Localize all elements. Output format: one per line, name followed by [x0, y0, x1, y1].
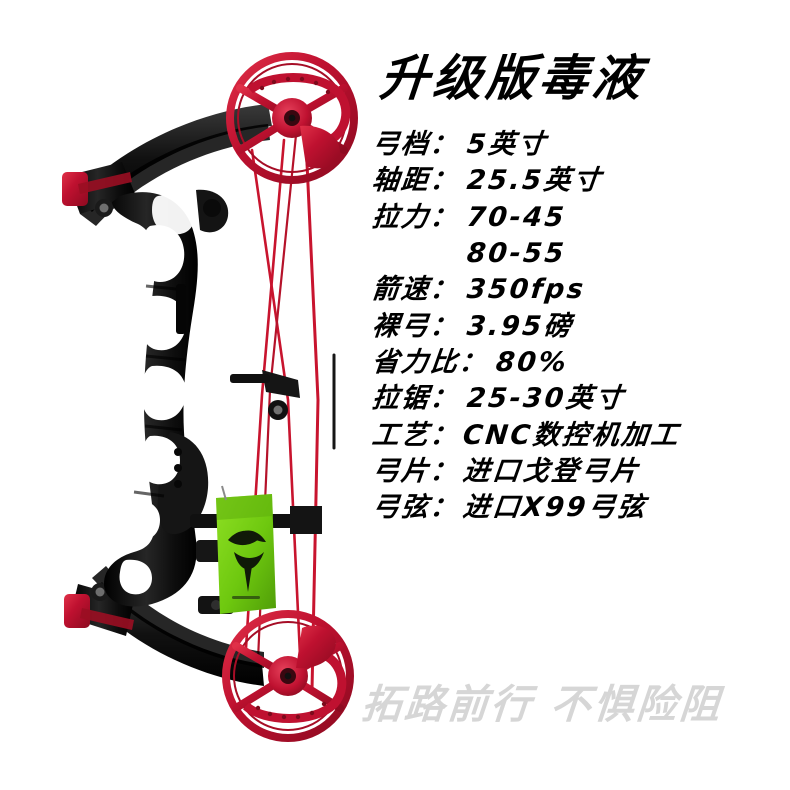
spec-label: 弓弦： [370, 492, 461, 524]
spec-value: 3.95磅 [465, 310, 575, 342]
cable-slide [230, 370, 300, 420]
spec-row-bare-bow-weight: 裸弓： 3.95磅 [370, 310, 790, 342]
spec-value: 80-55 [465, 237, 568, 269]
spec-label: 弓片： [370, 455, 461, 487]
tag-logo-text [232, 596, 260, 599]
upper-accessory [196, 189, 229, 233]
top-limb [74, 104, 272, 226]
top-cam-module [300, 125, 340, 169]
spec-value: 25-30英寸 [465, 383, 627, 415]
spec-row-string: 弓弦： 进口X99弓弦 [370, 492, 790, 524]
green-venom-hang-tag [216, 485, 276, 614]
spec-row-draw-length: 拉锯： 25-30英寸 [370, 383, 790, 415]
riser-cutouts [119, 195, 195, 595]
tagline: 拓路前行 不惧险阻 [359, 682, 725, 728]
spec-label: 裸弓： [370, 310, 461, 342]
spec-value: 350fps [465, 274, 588, 306]
bottom-cam-module [296, 625, 336, 669]
bottom-cam-track [243, 651, 347, 723]
spec-row-bow-brace: 弓档： 5英寸 [370, 129, 790, 160]
spec-row-craft: 工艺： CNC数控机加工 [370, 419, 790, 451]
spec-row-limbs: 弓片： 进口戈登弓片 [370, 455, 790, 487]
spec-row-draw-weight-continued: 拉力： 80-55 [372, 238, 790, 269]
spec-row-draw-weight: 拉力： 70-45 [370, 201, 790, 233]
spec-label: 箭速： [370, 274, 461, 306]
page-title: 升级版毒液 [377, 50, 648, 107]
spec-label: 轴距： [370, 165, 461, 197]
top-cam-track [247, 73, 351, 145]
spec-value: 进口X99弓弦 [461, 492, 649, 524]
spec-label: 工艺： [370, 419, 461, 451]
spec-value: 70-45 [465, 201, 568, 233]
bottom-cam-wheel [222, 610, 354, 742]
spec-label: 拉力： [370, 201, 461, 233]
product-photo [62, 52, 358, 742]
skeletonized-riser [104, 192, 209, 607]
spec-label: 弓档： [370, 129, 461, 160]
spec-value: CNC数控机加工 [461, 419, 682, 451]
spec-label: 省力比： [370, 346, 490, 378]
spec-row-arrow-speed: 箭速： 350fps [370, 274, 790, 306]
spec-value: 80% [494, 346, 570, 378]
spec-value: 25.5英寸 [465, 165, 605, 197]
spec-value: 5英寸 [465, 129, 549, 160]
spec-row-axle-to-axle: 轴距： 25.5英寸 [370, 165, 790, 197]
spec-label: 拉锯： [370, 383, 461, 415]
sight-mount-slot [176, 284, 186, 334]
compound-bow-illustration [62, 52, 358, 742]
top-cam-wheel [226, 52, 358, 184]
spec-row-let-off: 省力比： 80% [370, 346, 790, 378]
bowstring [303, 118, 320, 692]
cable-upper-right [250, 148, 302, 657]
bottom-limb [86, 566, 264, 686]
spec-panel: 升级版毒液 弓档： 5英寸 轴距： 25.5英寸 拉力： 70-45 拉力： 8… [366, 50, 790, 654]
venom-face-graphic [228, 530, 266, 592]
tag-string [221, 485, 227, 501]
spec-value: 进口戈登弓片 [461, 455, 642, 487]
